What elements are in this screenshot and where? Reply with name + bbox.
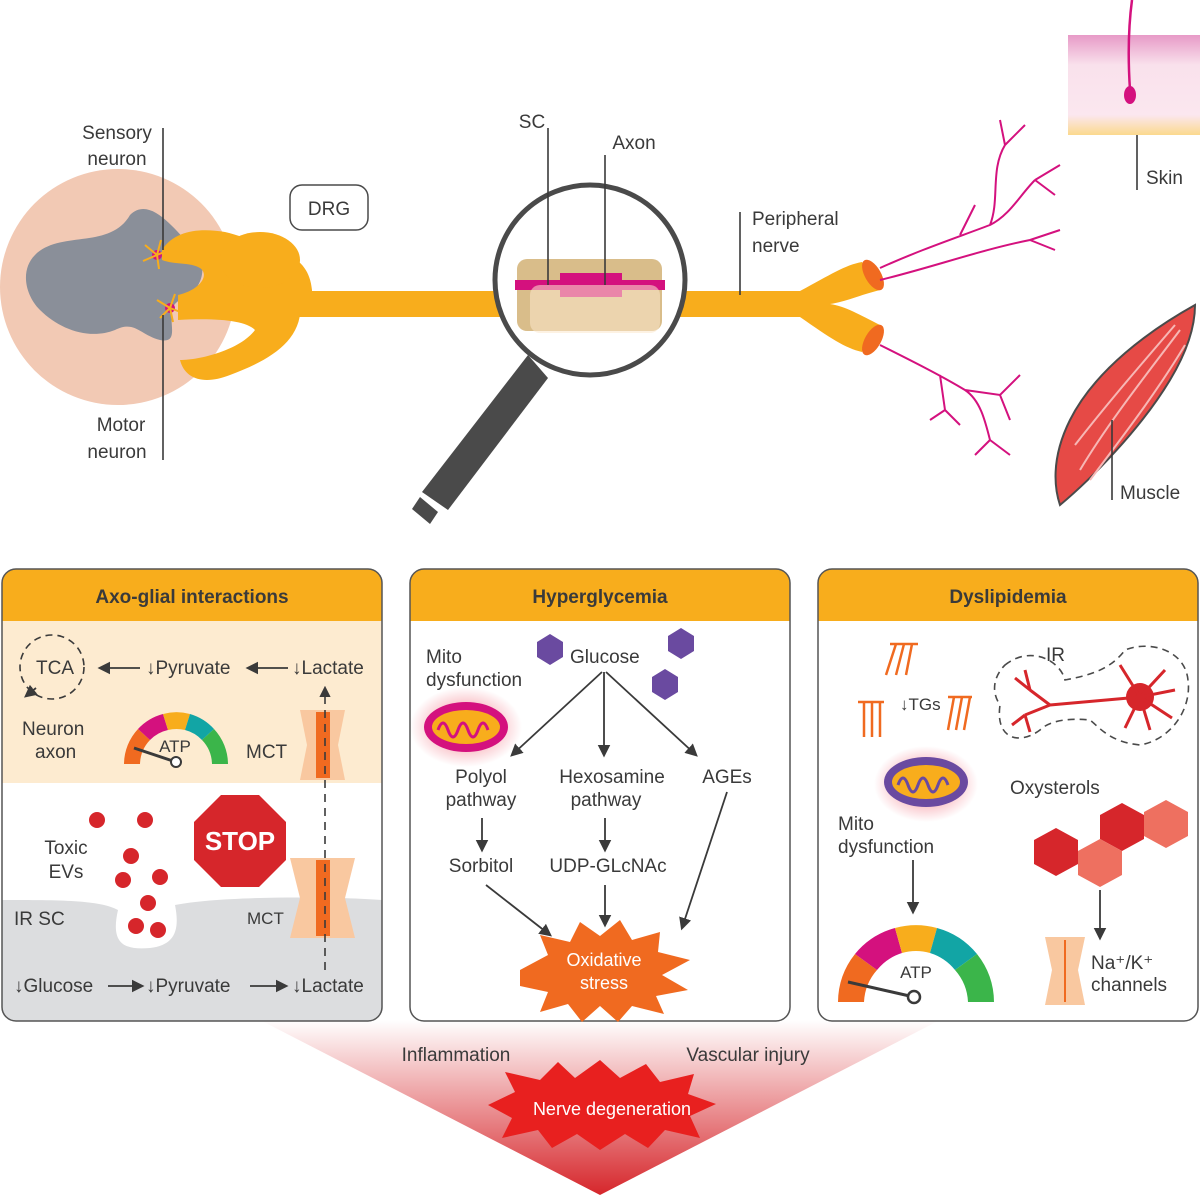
nerve-degeneration-burst-icon (488, 1060, 716, 1150)
axo-glial-title: Axo-glial interactions (95, 587, 288, 608)
arrow-glucose-to-polyol (510, 671, 603, 757)
oxidative-label-2: stress (580, 973, 628, 993)
ir-label: IR (1046, 645, 1065, 666)
nerve-degeneration-label: Nerve degeneration (533, 1099, 691, 1119)
inflammation-label: Inflammation (402, 1045, 511, 1066)
atp-gauge-right (838, 925, 994, 1005)
mitochondria-icon (410, 687, 522, 767)
vascular-injury-label: Vascular injury (686, 1045, 810, 1066)
motor-label-2: neuron (87, 442, 146, 463)
sensory-label-1: Sensory (82, 123, 152, 144)
neuron-axon-label-1: Neuron (22, 719, 84, 740)
stop-label: STOP (205, 826, 275, 856)
peripheral-label-1: Peripheral (752, 209, 839, 230)
tca-cycle-icon (19, 634, 85, 700)
atp-gauge-left (124, 712, 228, 768)
spinal-cord (0, 169, 236, 405)
mito-right-label-1: Mito (838, 814, 874, 835)
peripheral-label-2: nerve (752, 236, 800, 257)
hexosamine-label-1: Hexosamine (559, 767, 665, 788)
oxysterols-label: Oxysterols (1010, 778, 1100, 799)
mito-label-2: dysfunction (426, 670, 522, 691)
mct-transporter-top-icon (300, 710, 345, 780)
magnifying-glass (412, 182, 688, 524)
hexosamine-label-2: pathway (571, 790, 642, 811)
oxidative-label-1: Oxidative (566, 950, 641, 970)
arrow-ages-to-stress (679, 791, 728, 931)
sc-label: SC (519, 112, 545, 133)
glucose-label: Glucose (570, 647, 640, 668)
mito-label-1: Mito (426, 647, 462, 668)
ages-label: AGEs (702, 767, 752, 788)
arrow-sorbitol-to-stress (485, 884, 552, 937)
glucose-bottom-label: ↓Glucose (14, 976, 93, 997)
oxysterol-molecule-icon (1034, 800, 1188, 887)
mito-right-label-2: dysfunction (838, 837, 934, 858)
ion-channel-icon (1045, 937, 1085, 1005)
skin-label: Skin (1146, 168, 1183, 189)
insulin-resistant-neuron-icon (993, 645, 1190, 746)
mct-top-label: MCT (246, 742, 288, 763)
stop-sign-icon (194, 795, 286, 887)
nerve-endings (862, 119, 1061, 456)
axon-label: Axon (612, 133, 655, 154)
mitochondria-icon-right (874, 746, 978, 822)
motor-neuron-cell (156, 293, 184, 323)
lactate-bottom-label: ↓Lactate (292, 976, 364, 997)
lactate-top-label: ↓Lactate (292, 658, 364, 679)
toxic-evs-icon (89, 812, 168, 938)
muscle-label: Muscle (1120, 483, 1180, 504)
motor-label-1: Motor (97, 415, 146, 436)
pyruvate-bottom-label: ↓Pyruvate (146, 976, 230, 997)
polyol-label-2: pathway (446, 790, 517, 811)
ir-sc-label: IR SC (14, 909, 65, 930)
tca-arrow-icon (24, 684, 38, 698)
glucose-molecules-icon (537, 628, 694, 700)
hyperglycemia-title: Hyperglycemia (532, 587, 668, 608)
toxic-evs-label-1: Toxic (44, 838, 87, 859)
panel-axo-glial (1, 568, 383, 1022)
sorbitol-label: Sorbitol (449, 856, 513, 877)
toxic-evs-label-2: EVs (49, 862, 84, 883)
mct-transporter-bottom-icon (290, 858, 355, 938)
neuron-axon-label-2: axon (35, 742, 76, 763)
arrow-glucose-to-ages (605, 671, 698, 757)
muscle-icon (1054, 303, 1197, 507)
drg-label: DRG (308, 199, 350, 220)
channels-label-1: Na⁺/K⁺ (1091, 953, 1153, 974)
channels-label-2: channels (1091, 975, 1167, 996)
drg-box (289, 184, 369, 231)
sensory-neuron-cell (142, 239, 172, 270)
polyol-label-1: Polyol (455, 767, 507, 788)
dyslipidemia-title: Dyslipidemia (949, 587, 1067, 608)
sensory-label-2: neuron (87, 149, 146, 170)
atp-label-left: ATP (159, 737, 191, 756)
atp-label-right: ATP (900, 963, 932, 982)
triglyceride-icons (858, 642, 972, 737)
tca-label: TCA (36, 658, 74, 679)
mct-bottom-label: MCT (247, 909, 284, 928)
tgs-label: ↓TGs (900, 695, 941, 714)
oxidative-stress-burst-icon (520, 920, 690, 1022)
skin-icon (1068, 0, 1200, 135)
pyruvate-top-label: ↓Pyruvate (146, 658, 230, 679)
udp-label: UDP-GLcNAc (549, 856, 666, 877)
